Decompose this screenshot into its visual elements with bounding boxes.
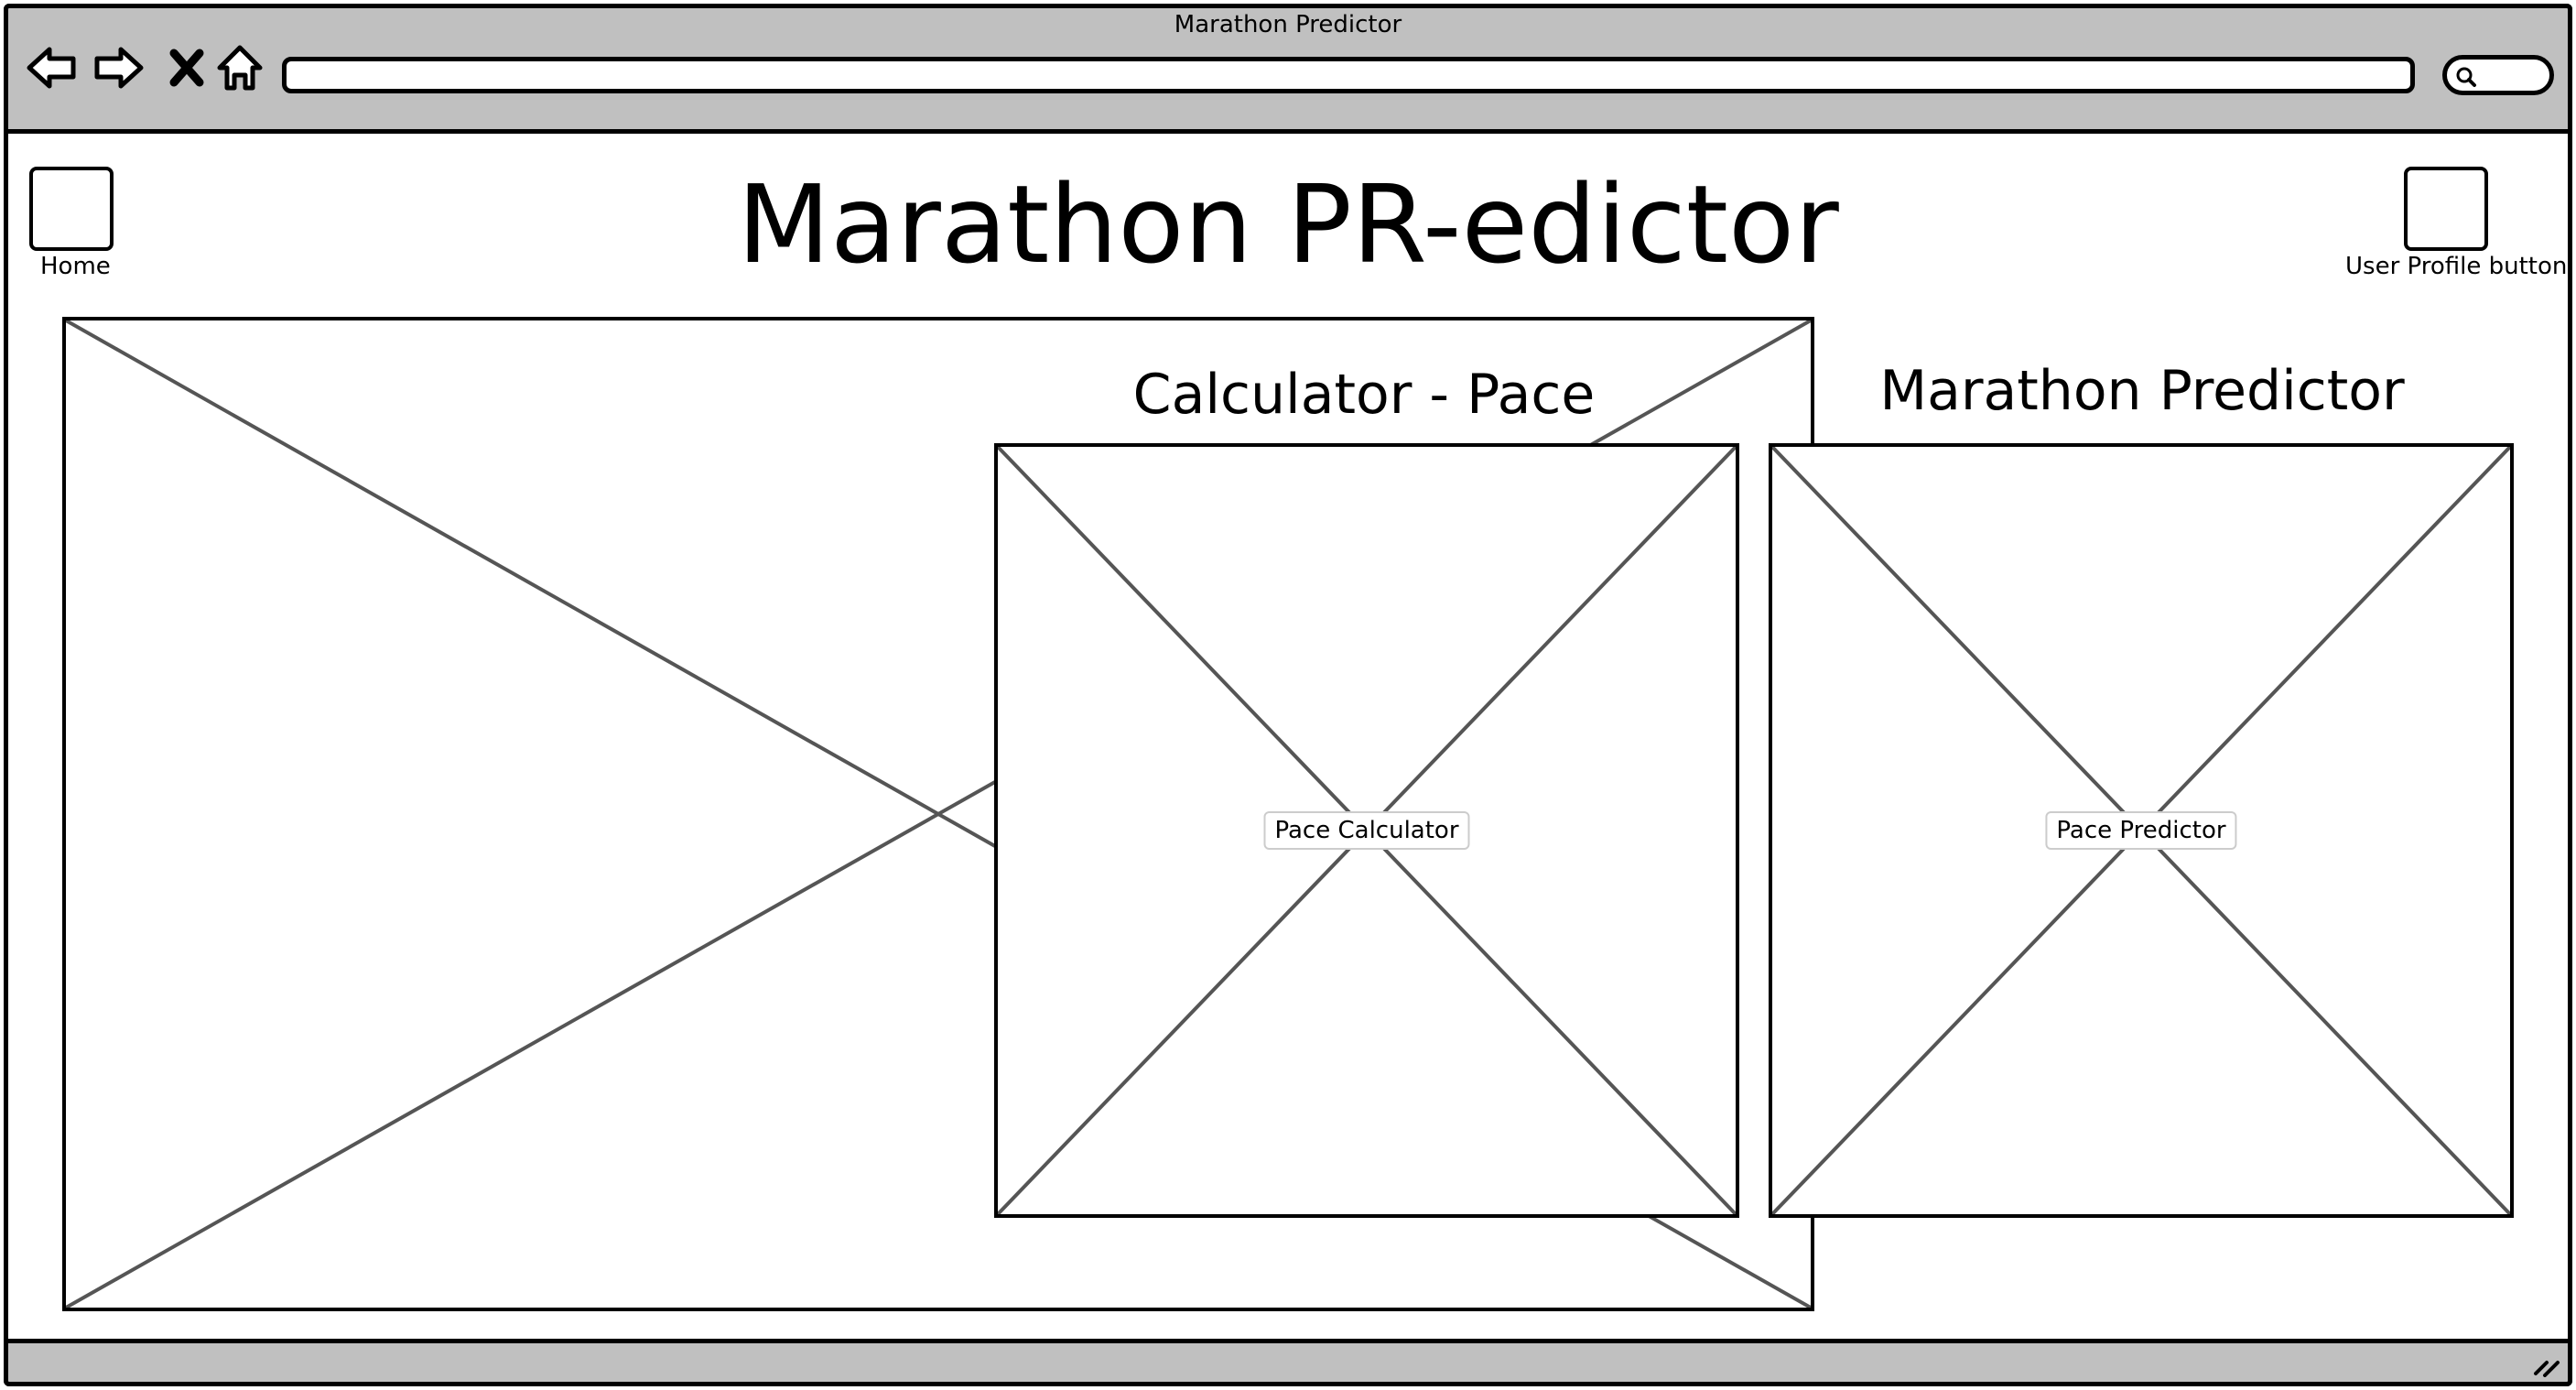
calculator-heading: Calculator - Pace bbox=[1132, 363, 1596, 427]
search-input[interactable] bbox=[2442, 55, 2554, 95]
user-profile-button[interactable] bbox=[2404, 167, 2488, 251]
page-title: Marathon PR-edictor bbox=[737, 161, 1839, 288]
predictor-heading: Marathon Predictor bbox=[1879, 359, 2405, 423]
home-label: Home bbox=[40, 253, 111, 280]
search-icon bbox=[2456, 67, 2476, 87]
pace-predictor-label: Pace Predictor bbox=[2045, 811, 2237, 850]
pace-calculator-label: Pace Calculator bbox=[1263, 811, 1470, 850]
back-arrow-icon[interactable] bbox=[24, 40, 79, 95]
stop-close-icon[interactable] bbox=[161, 40, 216, 95]
home-button[interactable] bbox=[29, 167, 114, 251]
window-title: Marathon Predictor bbox=[1174, 11, 1402, 38]
forward-arrow-icon[interactable] bbox=[92, 40, 146, 95]
pace-predictor-panel[interactable]: Pace Predictor bbox=[1769, 443, 2514, 1218]
pace-calculator-panel[interactable]: Pace Calculator bbox=[994, 443, 1739, 1218]
resize-grip-icon[interactable] bbox=[2532, 1352, 2561, 1377]
home-icon[interactable] bbox=[212, 40, 267, 95]
address-bar[interactable] bbox=[282, 57, 2415, 93]
user-profile-label: User Profile button bbox=[2345, 253, 2568, 280]
status-bar bbox=[4, 1339, 2572, 1386]
